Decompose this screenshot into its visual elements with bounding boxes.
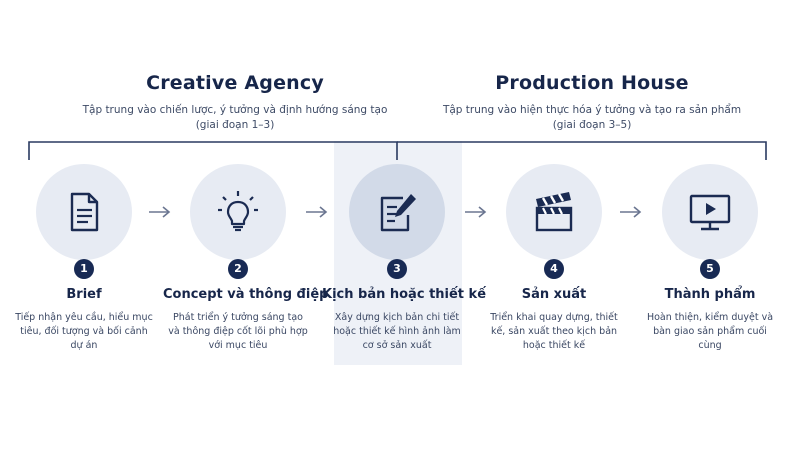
- step1-circle: [36, 164, 132, 260]
- production-bracket: [397, 141, 767, 160]
- lightbulb-icon: [218, 191, 258, 232]
- step2-number: 2: [228, 259, 248, 279]
- script-pen-icon: [380, 194, 416, 232]
- step3-title: Kịch bản hoặc thiết kế: [322, 287, 487, 302]
- step1-desc: Tiếp nhận yêu cầu, hiểu mục tiêu, đối tư…: [15, 312, 153, 351]
- step3-desc: Xây dựng kịch bản chi tiết hoặc thiết kế…: [333, 312, 461, 351]
- production-house-desc: Tập trung vào hiện thực hóa ý tưởng và t…: [412, 103, 772, 133]
- step4-circle: [506, 164, 602, 260]
- step-final-product: 5 Thành phẩm Hoàn thiện, kiểm duyệt và b…: [635, 164, 785, 351]
- clapperboard-icon: [535, 192, 573, 232]
- creative-agency-phase: (giai đoạn 1–3): [195, 119, 275, 131]
- step1-number: 1: [74, 259, 94, 279]
- step-concept: 2 Concept và thông điệp Phát triển ý tưở…: [163, 164, 328, 351]
- creative-agency-header: Creative Agency Tập trung vào chiến lược…: [55, 72, 415, 133]
- step4-desc: Triển khai quay dựng, thiết kế, sản xuất…: [490, 312, 618, 351]
- monitor-play-icon: [689, 194, 731, 231]
- step5-number: 5: [700, 259, 720, 279]
- arrow-right-icon: [465, 206, 487, 218]
- creative-bracket: [28, 141, 398, 160]
- production-house-header: Production House Tập trung vào hiện thực…: [412, 72, 772, 133]
- step1-title: Brief: [66, 287, 102, 302]
- arrow-right-icon: [306, 206, 328, 218]
- production-house-title: Production House: [495, 72, 689, 94]
- step5-title: Thành phẩm: [664, 287, 756, 302]
- step-production: 4 Sản xuất Triển khai quay dựng, thiết k…: [479, 164, 629, 351]
- step3-circle: [349, 164, 445, 260]
- production-house-desc-text: Tập trung vào hiện thực hóa ý tưởng và t…: [442, 104, 742, 116]
- step-script-design: 3 Kịch bản hoặc thiết kế Xây dựng kịch b…: [322, 164, 486, 351]
- arrow-right-icon: [620, 206, 642, 218]
- step2-title: Concept và thông điệp: [163, 287, 329, 302]
- step2-desc: Phát triển ý tưởng sáng tạo và thông điệ…: [168, 312, 308, 351]
- step5-circle: [662, 164, 758, 260]
- creative-agency-desc-text: Tập trung vào chiến lược, ý tưởng và địn…: [82, 104, 388, 116]
- creative-agency-title: Creative Agency: [146, 72, 324, 94]
- arrow-right-icon: [149, 206, 171, 218]
- production-house-phase: (giai đoạn 3–5): [552, 119, 632, 131]
- step-brief: 1 Brief Tiếp nhận yêu cầu, hiểu mục tiêu…: [9, 164, 159, 351]
- step3-number: 3: [387, 259, 407, 279]
- creative-agency-desc: Tập trung vào chiến lược, ý tưởng và địn…: [55, 103, 415, 133]
- step2-circle: [190, 164, 286, 260]
- step4-number: 4: [544, 259, 564, 279]
- step4-title: Sản xuất: [521, 287, 587, 302]
- document-icon: [70, 192, 99, 232]
- step5-desc: Hoàn thiện, kiểm duyệt và bàn giao sản p…: [646, 312, 774, 351]
- group-brackets: [28, 141, 767, 160]
